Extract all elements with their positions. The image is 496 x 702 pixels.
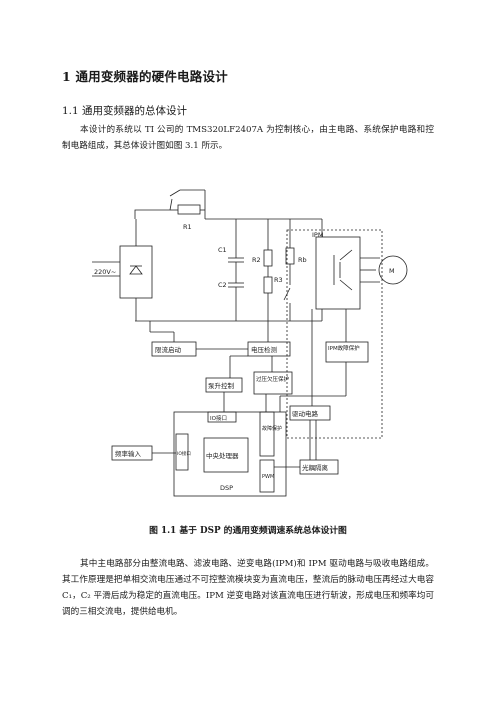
ipm-block bbox=[315, 236, 361, 310]
label-inrush: 限流启动 bbox=[155, 345, 182, 354]
overunder-box bbox=[253, 371, 293, 395]
pwm-box bbox=[259, 459, 275, 493]
label-pwm: PWM bbox=[262, 474, 274, 480]
label-fault-protect: 故障保护 bbox=[262, 425, 282, 432]
label-supply: 220V~ bbox=[94, 268, 116, 276]
label-drive: 驱动电路 bbox=[292, 409, 319, 418]
label-rb: Rb bbox=[298, 256, 307, 264]
label-pump: 泵升控制 bbox=[208, 381, 235, 390]
io-port-box bbox=[175, 433, 189, 471]
io-interface-box bbox=[207, 411, 237, 423]
label-opto: 光耦隔离 bbox=[302, 463, 329, 472]
motor-symbol bbox=[378, 255, 408, 285]
label-r2: R2 bbox=[252, 256, 261, 264]
ipm-fault-box bbox=[325, 341, 369, 363]
r2-resistor bbox=[263, 249, 273, 267]
label-cpu: 中央处理器 bbox=[206, 451, 239, 460]
label-motor: M bbox=[389, 267, 395, 275]
r1-resistor bbox=[177, 204, 201, 215]
body-paragraph: 其中主电路部分由整流电路、滤波电路、逆变电路(IPM)和 IPM 驱动电路与吸收… bbox=[62, 559, 434, 617]
label-dsp: DSP bbox=[220, 484, 233, 492]
label-voltage-detect: 电压检测 bbox=[251, 345, 278, 354]
label-io-interface: IO接口 bbox=[210, 414, 227, 422]
label-freq-input: 频率输入 bbox=[115, 449, 142, 458]
rectifier-block bbox=[119, 245, 153, 299]
label-r3: R3 bbox=[274, 276, 283, 284]
fault-protect-box bbox=[259, 411, 275, 457]
label-io-port: IO接口 bbox=[177, 450, 191, 457]
label-c2: C2 bbox=[218, 281, 227, 289]
label-c1: C1 bbox=[218, 246, 227, 254]
r3-resistor bbox=[263, 276, 273, 294]
figure-caption: 图 1.1 基于 DSP 的通用变频调速系统总体设计图 bbox=[149, 526, 347, 536]
label-ipm: IPM bbox=[312, 231, 323, 239]
cpu-box bbox=[203, 437, 249, 473]
dashed-region bbox=[286, 229, 383, 439]
label-ipm-fault: IPM故障保护 bbox=[328, 344, 360, 352]
intro-paragraph: 本设计的系统以 TI 公司的 TMS320LF2407A 为控制核心，由主电路、… bbox=[62, 125, 434, 151]
label-overunder: 过压欠压保护 bbox=[256, 375, 290, 383]
section-heading: 1.1 通用变频器的总体设计 bbox=[62, 105, 188, 117]
label-r1: R1 bbox=[183, 223, 192, 231]
chapter-heading: 1 通用变频器的硬件电路设计 bbox=[62, 69, 228, 84]
